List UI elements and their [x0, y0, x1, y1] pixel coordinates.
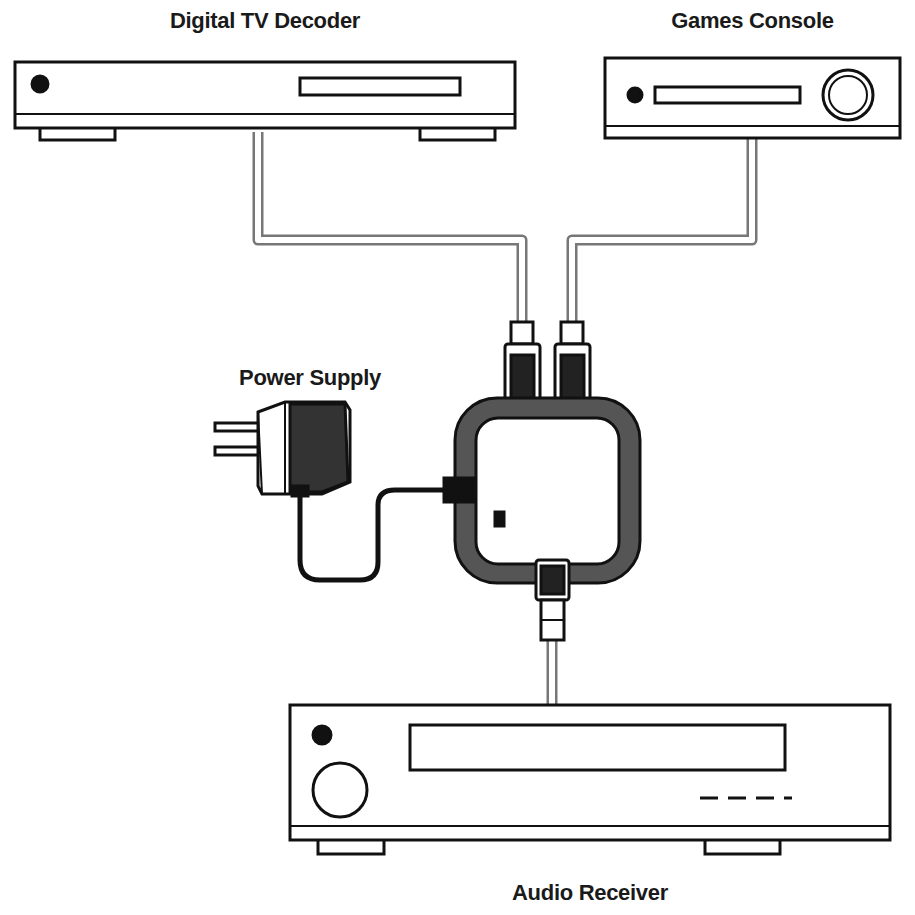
receiver-dashes	[700, 797, 792, 800]
plug-neck	[541, 600, 564, 640]
adapter-prong	[215, 447, 259, 455]
receiver-device: Audio Receiver	[290, 705, 890, 905]
adapter-body	[258, 402, 350, 494]
hdmi-cable-core	[549, 640, 555, 705]
plug-grip	[511, 355, 534, 400]
receiver-body	[290, 705, 890, 840]
switch-housing	[455, 398, 640, 583]
plug-neck	[511, 322, 533, 344]
console-device: Games Console	[605, 8, 900, 138]
hdmi-cable-core	[572, 138, 752, 322]
plug-line	[541, 619, 564, 621]
cord-strain-relief	[292, 486, 308, 496]
adapter-edge	[258, 402, 285, 494]
power-led	[32, 76, 48, 92]
console-knob	[823, 70, 873, 120]
plug-grip	[541, 566, 564, 594]
console-knob-ring	[829, 76, 867, 114]
dc-plug	[444, 478, 474, 502]
decoder-edge	[15, 113, 515, 115]
hdmi-cable	[258, 132, 522, 322]
console-slot	[655, 87, 800, 103]
receiver-display	[410, 725, 785, 770]
console-edge	[605, 125, 900, 127]
hdmi-cable	[547, 640, 558, 705]
decoder-body	[15, 62, 515, 128]
power-led	[628, 88, 642, 102]
power-led	[313, 726, 331, 744]
plug-neck	[561, 322, 583, 344]
power-cord	[300, 490, 448, 580]
plug-grip	[561, 355, 584, 400]
device-label: Power Supply	[235, 365, 385, 390]
device-label: Games Console	[667, 8, 837, 33]
power-adapter: Power Supply	[205, 365, 415, 497]
decoder-slot	[300, 78, 460, 95]
plug-body	[536, 560, 569, 600]
switch-top	[476, 418, 619, 564]
adapter-prong	[215, 423, 259, 431]
volume-knob	[313, 763, 367, 817]
device-label: Audio Receiver	[508, 880, 672, 905]
decoder-device: Digital TV Decoder	[15, 8, 515, 140]
hdmi-cable	[572, 138, 752, 322]
device-label: Digital TV Decoder	[166, 8, 364, 33]
receiver-edge	[290, 825, 890, 827]
hdmi-cable-core	[258, 132, 522, 322]
adapter-side	[290, 404, 348, 492]
switch-led	[495, 512, 504, 526]
console-body	[605, 58, 900, 138]
